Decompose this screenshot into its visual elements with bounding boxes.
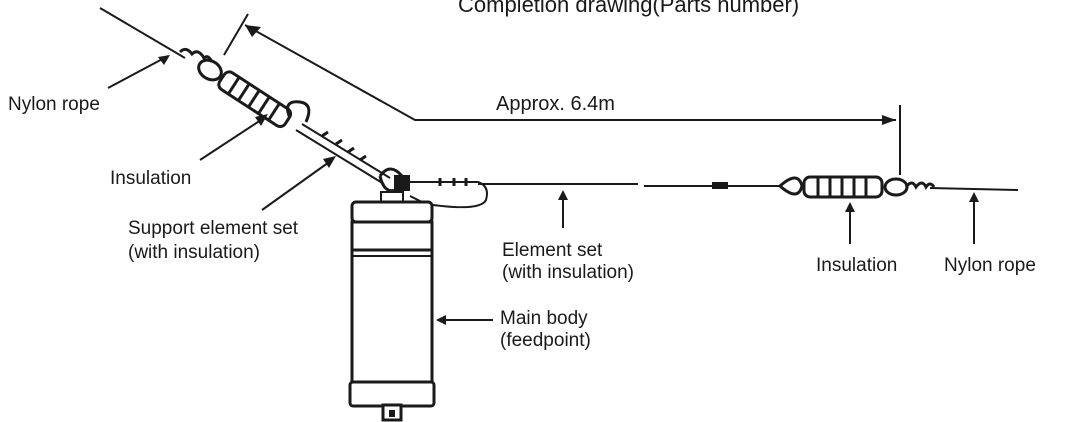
dimension-line [244, 24, 896, 121]
support-element-wire-b [295, 129, 385, 185]
leader-insulation-left [199, 117, 265, 161]
support-element-hook [286, 100, 311, 123]
left-loop-hook [197, 58, 223, 82]
leader-support-element [261, 159, 333, 211]
nylon-rope-left-line [99, 7, 186, 59]
right-hook [779, 176, 804, 196]
label-support-element-set-sub: (with insulation) [128, 242, 260, 263]
label-main-body: Main body [500, 308, 588, 329]
leader-arrow-support-element [323, 156, 336, 168]
element-loop-ties [438, 178, 468, 186]
label-insulation-right: Insulation [816, 255, 898, 276]
main-body [348, 191, 436, 422]
right-insulator [802, 175, 884, 199]
diagram-title: Completion drawing(Parts number) [458, 0, 800, 17]
dimension-arrow-left [245, 25, 261, 37]
label-insulation-left: Insulation [110, 168, 192, 189]
leader-arrow-nylon-rope-right [969, 192, 979, 202]
label-nylon-rope-right: Nylon rope [944, 255, 1036, 276]
label-main-body-sub: (feedpoint) [500, 330, 591, 351]
leader-arrow-insulation-left [255, 114, 268, 126]
label-support-element-set: Support element set [128, 218, 299, 239]
right-rope-knot [904, 181, 936, 190]
feedpoint-terminal [394, 175, 410, 191]
left-rope-knot [178, 47, 214, 63]
dimension-arrow-right [882, 115, 896, 125]
nylon-rope-right-line [929, 187, 1019, 191]
leader-arrow-main-body [436, 315, 446, 325]
leader-arrow-nylon-rope-left [158, 55, 170, 65]
label-element-set: Element set [502, 240, 603, 261]
leader-arrow-element-set [558, 190, 568, 200]
left-insulator [217, 70, 293, 129]
label-nylon-rope-left: Nylon rope [8, 94, 100, 115]
label-element-set-sub: (with insulation) [502, 262, 634, 283]
right-loop-hook [883, 177, 909, 197]
dimension-extension-left [223, 13, 249, 56]
dimension-label: Approx. 6.4m [496, 93, 615, 115]
element-set-sleeve [712, 182, 728, 189]
leader-nylon-rope-left [107, 55, 169, 89]
support-element-wire-a [301, 123, 391, 179]
leader-arrow-insulation-right [845, 202, 855, 212]
support-element-ties [321, 130, 367, 162]
